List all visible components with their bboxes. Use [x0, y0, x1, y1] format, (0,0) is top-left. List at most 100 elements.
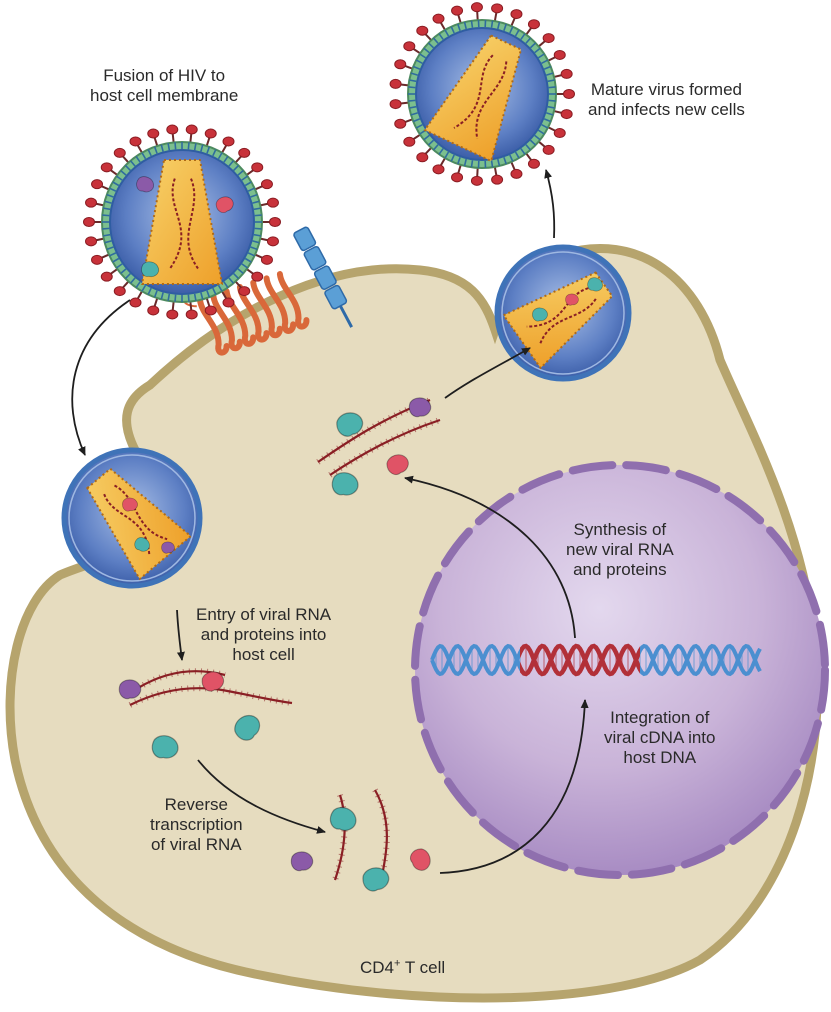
- gp120-spike: [266, 197, 279, 208]
- viral-rna-proteins-entry: [118, 668, 293, 759]
- gp120-spike: [491, 3, 504, 14]
- rna-strand: [129, 687, 293, 706]
- gp120-spike: [166, 309, 179, 320]
- gp120-spike: [269, 217, 281, 227]
- arrow-fusion-to-entry: [71, 299, 131, 456]
- gp120-spike: [451, 172, 464, 183]
- gp120-spike: [166, 124, 179, 135]
- coreceptor-helix: [250, 279, 283, 339]
- new-viral-rna-proteins: [316, 397, 441, 496]
- label-synthesis-line3: and proteins: [573, 560, 667, 579]
- viral-protein: [136, 176, 155, 193]
- label-mature-line2: and infects new cells: [588, 100, 745, 119]
- label-cd4-sup: +: [394, 957, 401, 970]
- virus-entering: [61, 447, 203, 589]
- gp120-spike: [113, 147, 126, 158]
- mature-virus: [389, 2, 575, 186]
- viral-protein: [336, 412, 364, 437]
- viral-rna: [169, 178, 183, 270]
- gp120-spike: [510, 168, 523, 179]
- dna-helix: [430, 643, 762, 677]
- coreceptor-helix: [236, 284, 270, 343]
- gp120-spike: [470, 175, 483, 186]
- label-entry: Entry of viral RNA and proteins into hos…: [196, 605, 331, 665]
- nucleus: [411, 461, 829, 879]
- arrow-to-mature: [544, 169, 556, 239]
- gp120-spike: [403, 41, 416, 52]
- gp120-spike: [560, 68, 573, 79]
- arrow-entry-down: [176, 609, 185, 661]
- label-integration-line1: Integration of: [610, 708, 710, 727]
- arrow-to-integration: [439, 699, 589, 874]
- gp120-spike: [403, 136, 416, 147]
- viral-rna: [475, 61, 508, 140]
- viral-protein: [201, 671, 225, 692]
- gp120-spike: [542, 33, 555, 44]
- gp120-spike: [113, 286, 126, 297]
- label-mature-line1: Mature virus formed: [590, 80, 743, 99]
- label-fusion: Fusion of HIV to host cell membrane: [90, 66, 238, 106]
- capsid: [502, 271, 614, 370]
- capsid: [141, 159, 223, 285]
- viral-protein: [408, 397, 432, 418]
- gp120-spike: [147, 128, 160, 139]
- gp120-spike: [470, 2, 483, 13]
- gp120-spike: [238, 286, 251, 297]
- viral-rna: [538, 298, 597, 346]
- gp120-spike: [185, 124, 198, 135]
- viral-rna: [526, 287, 589, 328]
- label-cd4-prefix: CD4: [360, 958, 395, 977]
- gp120-spike: [91, 254, 104, 265]
- viral-protein: [234, 715, 261, 741]
- viral-protein: [532, 307, 548, 322]
- gp120-spike: [129, 136, 142, 147]
- label-mature: Mature virus formed and infects new cell…: [588, 80, 745, 120]
- viral-protein: [329, 806, 357, 831]
- gp120-spike: [510, 9, 523, 20]
- reverse-transcription-cluster: [290, 788, 431, 892]
- gp120-spike: [527, 158, 540, 169]
- label-reverse-line1: Reverse: [164, 795, 228, 814]
- viral-rna: [114, 484, 168, 541]
- gp120-spike: [222, 297, 235, 308]
- gp120-spike: [100, 271, 113, 282]
- gp120-spike: [251, 271, 264, 282]
- label-reverse-line2: transcription: [150, 815, 243, 834]
- label-integration-line3: host DNA: [623, 748, 697, 767]
- gp120-spike: [389, 99, 402, 110]
- gp120-spike: [85, 197, 98, 208]
- gp120-spike: [491, 174, 504, 185]
- viral-protein: [331, 472, 359, 496]
- gp120-spike: [251, 162, 264, 173]
- coreceptor-helix: [276, 271, 310, 330]
- gp120-spike: [451, 5, 464, 16]
- gp120-spike: [560, 109, 573, 120]
- gp120-spike: [204, 305, 217, 316]
- gp120-spike: [100, 162, 113, 173]
- viral-protein: [141, 261, 160, 278]
- gp120-spike: [394, 59, 407, 70]
- gp120-spike: [147, 305, 160, 316]
- gp120-spike: [542, 144, 555, 155]
- gp120-spike: [266, 236, 279, 247]
- viral-protein: [290, 851, 314, 872]
- label-entry-line3: host cell: [232, 645, 295, 664]
- viral-protein: [118, 679, 142, 700]
- capsid: [423, 34, 522, 163]
- viral-protein: [409, 848, 431, 871]
- coreceptor-helix: [210, 292, 243, 352]
- viral-protein: [565, 293, 579, 306]
- coreceptor-helix: [263, 275, 297, 334]
- label-cd4-suffix: T cell: [400, 958, 446, 977]
- label-entry-line2: and proteins into: [200, 625, 327, 644]
- label-entry-line1: Entry of viral RNA: [196, 605, 332, 624]
- gp120-spike: [416, 25, 429, 36]
- gp120-spike: [238, 147, 251, 158]
- gp120-spike: [389, 78, 402, 89]
- gp120-spike: [185, 309, 198, 320]
- virus-budding: [494, 244, 632, 382]
- gp120-spike: [563, 89, 575, 99]
- process-arrows: [71, 169, 589, 874]
